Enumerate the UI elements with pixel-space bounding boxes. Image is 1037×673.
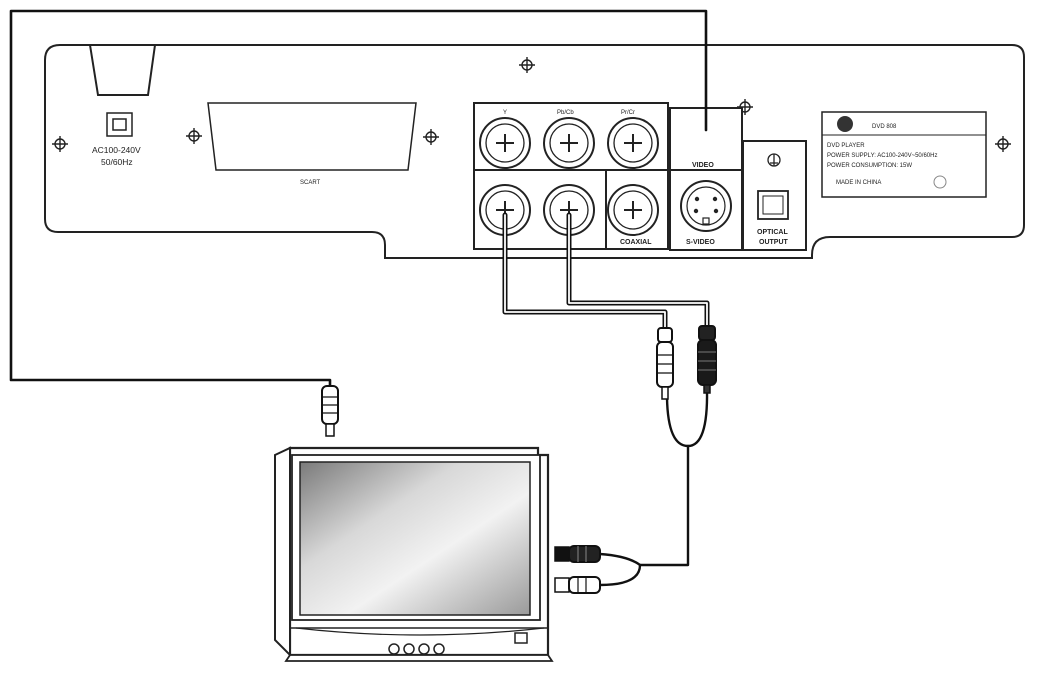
screw-icon	[186, 128, 202, 144]
tv-power-button	[514, 632, 528, 644]
audio-tv-split	[598, 552, 642, 587]
rating-line1: DVD PLAYER	[827, 143, 865, 149]
power-rating-line2: 50/60Hz	[101, 157, 133, 167]
tv-button-icon	[433, 643, 445, 655]
jack-coaxial[interactable]	[607, 184, 659, 236]
tv-button-icon	[388, 643, 400, 655]
panel-notch	[89, 44, 156, 96]
rca-plug-white-tv	[554, 576, 601, 594]
s-video-label: S-VIDEO	[686, 239, 715, 246]
ground-screw-icon	[767, 153, 781, 167]
tv-screen	[299, 461, 531, 616]
jack-pb[interactable]	[543, 117, 595, 169]
screw-icon	[995, 136, 1011, 152]
brand-logo-icon	[837, 116, 853, 132]
plus-icon	[560, 134, 578, 152]
rca-plug-black-tv	[554, 545, 601, 563]
jack-label-pb: Pb/Cb	[557, 110, 574, 116]
rca-plug-black-dvd	[697, 325, 717, 394]
scart-connector[interactable]: SCART	[207, 102, 417, 186]
coaxial-label: COAXIAL	[620, 239, 652, 246]
scart-label: SCART	[300, 180, 321, 186]
screw-icon	[519, 57, 535, 73]
video-cable	[9, 9, 708, 390]
power-input: AC100-240V 50/60Hz	[92, 112, 141, 167]
tv-button-icon	[418, 643, 430, 655]
television	[274, 446, 554, 662]
screw-icon	[52, 136, 68, 152]
rca-plug-white-dvd	[656, 327, 674, 400]
audio-split-loop	[665, 388, 709, 448]
plus-icon	[624, 201, 642, 219]
jack-y[interactable]	[479, 117, 531, 169]
plus-icon	[496, 134, 514, 152]
rating-line3: POWER CONSUMPTION: 15W	[827, 163, 912, 169]
tv-front-buttons	[388, 643, 445, 655]
screw-icon	[423, 129, 439, 145]
plus-icon	[624, 134, 642, 152]
jack-label-y: Y	[503, 110, 507, 116]
optical-label-line2: OUTPUT	[759, 239, 789, 246]
rating-line2: POWER SUPPLY: AC100-240V~50/60Hz	[827, 153, 937, 159]
video-label: VIDEO	[692, 162, 714, 169]
certification-mark-icon	[933, 175, 947, 189]
double-insulation-icon	[106, 112, 133, 137]
audio-right-cable	[566, 212, 710, 331]
power-rating-line1: AC100-240V	[92, 145, 141, 155]
optical-output-jack[interactable]	[757, 190, 789, 220]
jack-audio-left[interactable]	[479, 184, 531, 236]
audio-left-cable	[502, 212, 668, 333]
tv-button-icon	[403, 643, 415, 655]
s-video-jack[interactable]	[680, 180, 732, 232]
rating-line4: MADE IN CHINA	[836, 180, 881, 186]
audio-run-to-tv	[638, 444, 690, 567]
cables	[9, 9, 710, 587]
rca-plug-video-tv	[321, 385, 339, 437]
jack-pr[interactable]	[607, 117, 659, 169]
rating-model: DVD 808	[872, 124, 897, 130]
rating-label: DVD 808 DVD PLAYER POWER SUPPLY: AC100-2…	[821, 111, 987, 198]
optical-label-line1: OPTICAL	[757, 229, 788, 236]
jack-audio-right[interactable]	[543, 184, 595, 236]
jack-label-pr: Pr/Cr	[621, 110, 635, 116]
